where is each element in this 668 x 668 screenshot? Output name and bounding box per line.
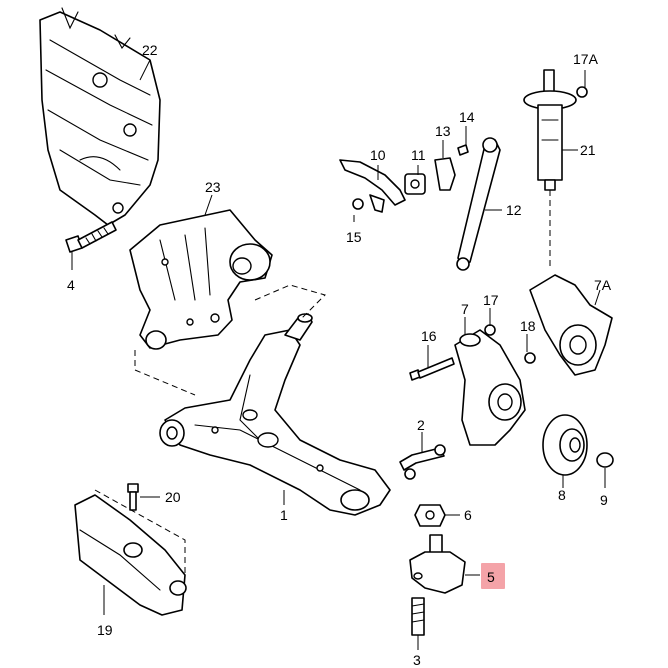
callout-6[interactable]: 6 (464, 507, 472, 523)
part-12-coupling-rod (456, 137, 501, 271)
assembly-line-23-to-1-b (134, 350, 196, 396)
part-17a-nut (576, 86, 588, 98)
callout-7a[interactable]: 7A (594, 277, 612, 293)
callout-9[interactable]: 9 (600, 492, 608, 508)
part-17-nut (484, 324, 496, 336)
part-16-bolt (409, 357, 455, 381)
part-20-bolt (127, 483, 139, 511)
callout-4[interactable]: 4 (67, 277, 75, 293)
callout-8[interactable]: 8 (558, 487, 566, 503)
callout-10[interactable]: 10 (370, 147, 386, 163)
callout-1[interactable]: 1 (280, 507, 288, 523)
callout-13[interactable]: 13 (435, 123, 451, 139)
part-1-control-arm (159, 313, 391, 516)
callout-16[interactable]: 16 (421, 328, 437, 344)
part-5-ball-joint (409, 534, 466, 594)
callout-11[interactable]: 11 (411, 147, 426, 163)
callout-18[interactable]: 18 (520, 318, 536, 334)
callout-17a[interactable]: 17A (573, 51, 599, 67)
part-19-bracket-plate (74, 494, 187, 616)
part-2-link (399, 444, 446, 480)
callout-23[interactable]: 23 (205, 179, 221, 195)
callout-3[interactable]: 3 (413, 652, 421, 668)
highlight-box-5 (481, 563, 505, 589)
callout-21[interactable]: 21 (580, 142, 596, 158)
part-23-mount-bracket (129, 209, 273, 350)
part-22-subframe-rail (39, 7, 161, 226)
part-4-bolt (65, 221, 117, 253)
callout-17[interactable]: 17 (483, 292, 499, 308)
part-10-stabilizer-bar (339, 159, 406, 213)
assembly-line-23-to-1 (254, 284, 326, 321)
part-9-hub-bolt (596, 452, 614, 468)
part-7a-steering-knuckle (529, 274, 613, 376)
part-21-strut (523, 69, 577, 191)
assembly-line-19 (94, 489, 186, 575)
callout-20[interactable]: 20 (165, 489, 181, 505)
callout-7[interactable]: 7 (461, 301, 469, 317)
callout-22[interactable]: 22 (142, 42, 158, 58)
part-15-nut (352, 198, 364, 210)
part-11-bushing (404, 173, 426, 195)
callout-15[interactable]: 15 (346, 229, 362, 245)
part-3-bolt (411, 597, 425, 636)
callout-14[interactable]: 14 (459, 109, 475, 125)
leader-lines (71, 59, 606, 650)
callout-labels: 22 23 4 1 20 19 10 11 13 14 15 12 17A 21… (67, 42, 612, 668)
callout-5[interactable]: 5 (487, 569, 495, 585)
part-14-bolt (457, 144, 469, 156)
part-6-nut (414, 504, 446, 527)
callout-19[interactable]: 19 (97, 622, 113, 638)
callout-2[interactable]: 2 (417, 417, 425, 433)
part-18-nut (524, 352, 536, 364)
callout-12[interactable]: 12 (506, 202, 522, 218)
part-13-clamp (434, 157, 456, 191)
part-8-wheel-hub (542, 414, 588, 476)
part-7-steering-knuckle (454, 329, 526, 446)
